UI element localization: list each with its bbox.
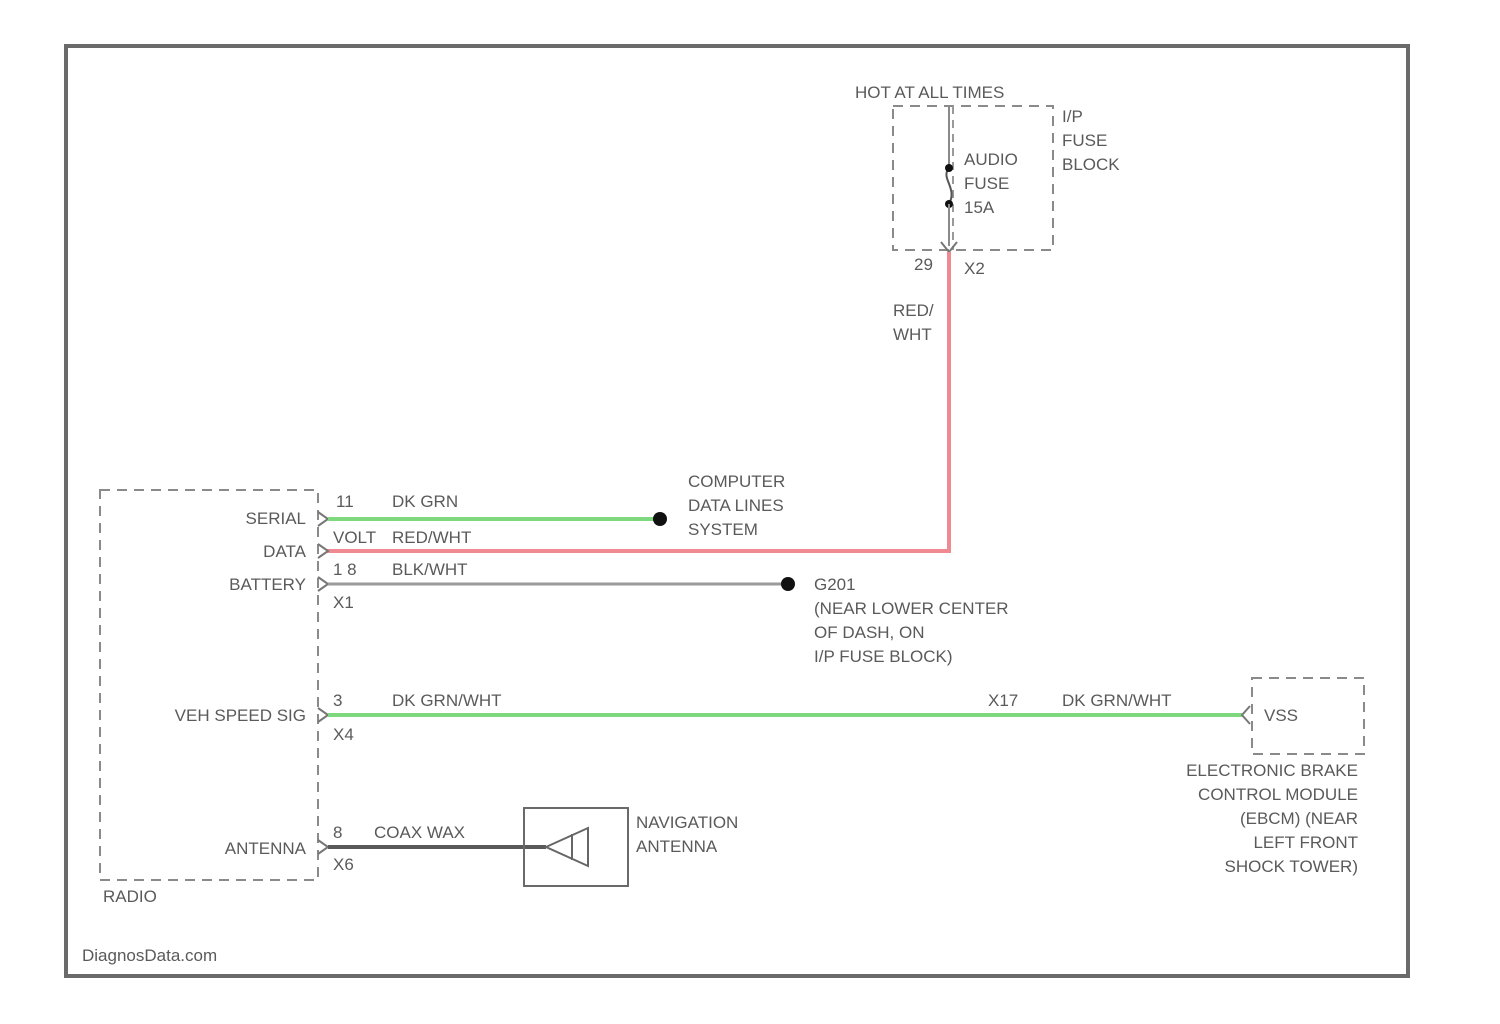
computer-data-label-2: DATA LINES bbox=[688, 496, 784, 515]
watermark: DiagnosData.com bbox=[82, 946, 217, 965]
wire-red-wht-label-1: RED/ bbox=[893, 301, 934, 320]
ebcm-desc-3: (EBCM) (NEAR bbox=[1240, 809, 1358, 828]
ebcm-pin-label: VSS bbox=[1264, 706, 1298, 725]
wire-serial-color: DK GRN bbox=[392, 492, 458, 511]
nav-antenna-label-1: NAVIGATION bbox=[636, 813, 738, 832]
wire-data-color: RED/WHT bbox=[392, 528, 471, 547]
wire-vss-color: DK GRN/WHT bbox=[392, 691, 502, 710]
fuse-block-label-2: FUSE bbox=[1062, 131, 1107, 150]
wire-vss-connector: X17 bbox=[988, 691, 1018, 710]
fuse-dot-top bbox=[945, 164, 953, 172]
ebcm-desc-2: CONTROL MODULE bbox=[1198, 785, 1358, 804]
wire-vss-color2: DK GRN/WHT bbox=[1062, 691, 1172, 710]
computer-data-label-3: SYSTEM bbox=[688, 520, 758, 539]
wire-data-pin: VOLT bbox=[333, 528, 376, 547]
computer-data-label-1: COMPUTER bbox=[688, 472, 785, 491]
pin-battery-label: BATTERY bbox=[229, 575, 306, 594]
fuse-symbol bbox=[946, 168, 951, 204]
wire-battery-pin-below: X1 bbox=[333, 593, 354, 612]
radio-label: RADIO bbox=[103, 887, 157, 906]
nav-antenna-label-2: ANTENNA bbox=[636, 837, 718, 856]
wire-antenna-color: COAX WAX bbox=[374, 823, 465, 842]
wire-vss-pin-below: X4 bbox=[333, 725, 354, 744]
ebcm-desc-1: ELECTRONIC BRAKE bbox=[1186, 761, 1358, 780]
pin-data-label: DATA bbox=[263, 542, 306, 561]
wire-battery-pin: 1 8 bbox=[333, 560, 357, 579]
connector-antenna bbox=[318, 840, 328, 854]
wire-battery-color: BLK/WHT bbox=[392, 560, 468, 579]
fuse-block-label-3: BLOCK bbox=[1062, 155, 1120, 174]
wire-vss-pin: 3 bbox=[333, 691, 342, 710]
connector-serial bbox=[318, 512, 328, 526]
antenna-icon bbox=[546, 828, 588, 866]
ebcm-desc-5: SHOCK TOWER) bbox=[1225, 857, 1359, 876]
wire-red-wht-label-2: WHT bbox=[893, 325, 932, 344]
ebcm-connector bbox=[1242, 706, 1250, 724]
ground-desc-3: I/P FUSE BLOCK) bbox=[814, 647, 953, 666]
wire-antenna-pin-below: X6 bbox=[333, 855, 354, 874]
fuse-label-2: FUSE bbox=[964, 174, 1009, 193]
ground-g201-dot bbox=[781, 577, 795, 591]
ground-desc-2: OF DASH, ON bbox=[814, 623, 925, 642]
pin-antenna-label: ANTENNA bbox=[225, 839, 307, 858]
fuse-pin-right: X2 bbox=[964, 259, 985, 278]
wire-serial-pin: 11 bbox=[336, 492, 354, 511]
ground-desc-1: (NEAR LOWER CENTER bbox=[814, 599, 1009, 618]
connector-data bbox=[318, 544, 328, 558]
hot-at-all-times-label: HOT AT ALL TIMES bbox=[855, 83, 1004, 102]
fuse-block-label-1: I/P bbox=[1062, 107, 1083, 126]
fuse-label-1: AUDIO bbox=[964, 150, 1018, 169]
pin-vss-label: VEH SPEED SIG bbox=[175, 706, 306, 725]
ebcm-desc-4: LEFT FRONT bbox=[1253, 833, 1358, 852]
pin-serial-label: SERIAL bbox=[246, 509, 306, 528]
fuse-pin-left: 29 bbox=[914, 255, 933, 274]
ground-id: G201 bbox=[814, 575, 856, 594]
connector-vss bbox=[318, 708, 328, 722]
connector-battery bbox=[318, 577, 328, 591]
wire-antenna-pin: 8 bbox=[333, 823, 342, 842]
fuse-label-3: 15A bbox=[964, 198, 995, 217]
splice-computer-data bbox=[653, 512, 667, 526]
